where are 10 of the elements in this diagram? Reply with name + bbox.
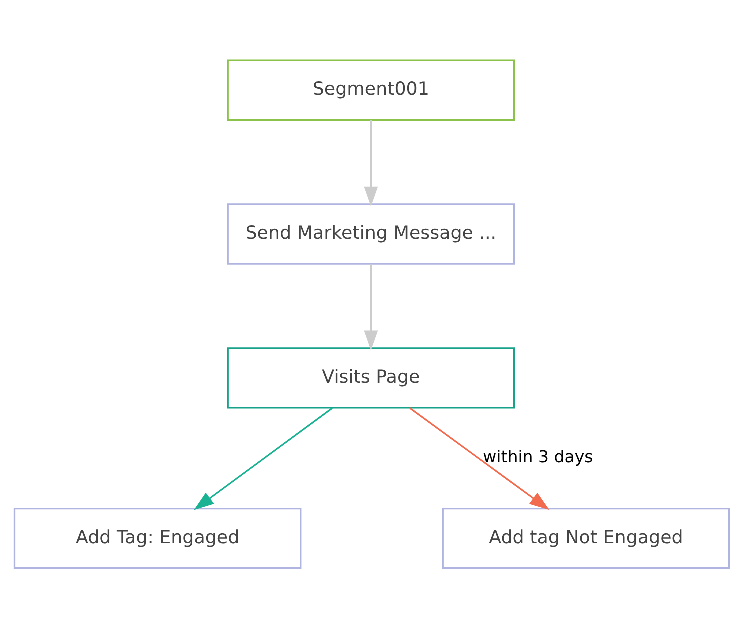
arrow <box>194 407 334 510</box>
edge-label: within 3 days <box>483 447 594 466</box>
node-box: Send Marketing Message ... <box>227 203 516 264</box>
arrow <box>364 120 378 206</box>
arrow <box>364 264 378 350</box>
node-box: Visits Page <box>227 347 516 408</box>
node-box: Segment001 <box>227 59 516 120</box>
node-box: Add tag Not Engaged <box>442 508 730 569</box>
node-box: Add Tag: Engaged <box>14 508 302 569</box>
arrow <box>410 407 550 510</box>
